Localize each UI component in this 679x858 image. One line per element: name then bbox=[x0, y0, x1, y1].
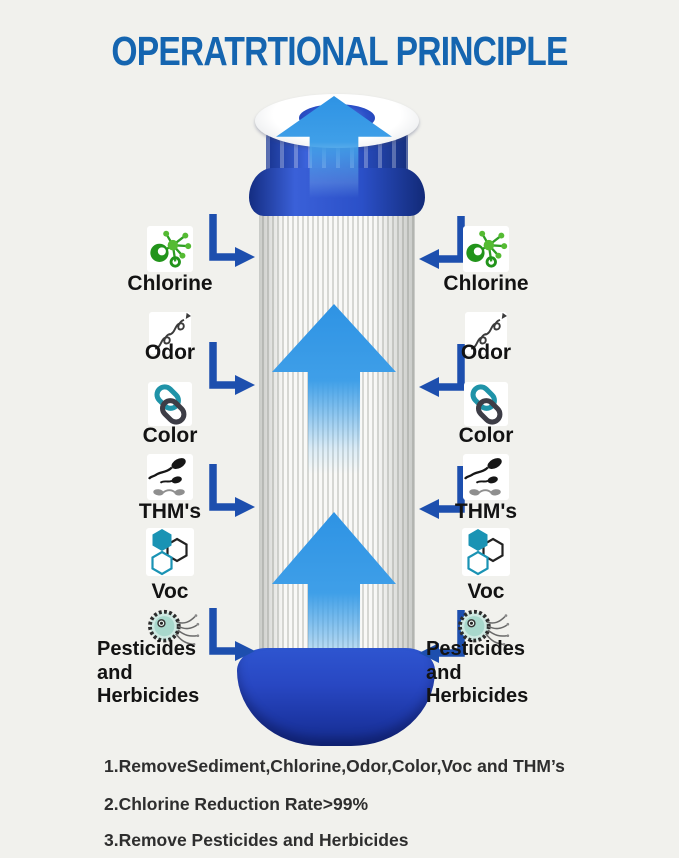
note-line-3: 3.Remove Pesticides and Herbicides bbox=[104, 830, 409, 850]
inflow-arrow-right-1 bbox=[412, 212, 470, 276]
thm-tadpole-icon bbox=[463, 454, 509, 500]
chain-link-icon bbox=[148, 382, 192, 426]
chain-link-icon bbox=[464, 382, 508, 426]
note-line-1: 1.RemoveSediment,Chlorine,Odor,Color,Voc… bbox=[104, 756, 565, 776]
voc-hexagons-icon bbox=[462, 528, 510, 576]
contaminant-label-color-right: Color bbox=[458, 424, 514, 447]
inflow-arrow-left-1 bbox=[204, 210, 262, 274]
contaminant-label-thms-right: THM's bbox=[454, 500, 518, 523]
contaminant-label-thms-left: THM's bbox=[138, 500, 202, 523]
contaminant-label-color-left: Color bbox=[142, 424, 198, 447]
page-title: OPERATRTIONAL PRINCIPLE bbox=[111, 28, 568, 74]
odor-squiggle-icon bbox=[149, 312, 191, 354]
contaminant-label-odor-right: Odor bbox=[460, 341, 512, 364]
odor-squiggle-icon bbox=[465, 312, 507, 354]
contaminant-label-chlorine-left: Chlorine bbox=[127, 272, 213, 295]
contaminant-label-voc-left: Voc bbox=[151, 580, 189, 603]
contaminant-label-pesticides-right: Pesticides and Herbicides bbox=[426, 638, 529, 708]
filter-bottom-cap bbox=[237, 648, 435, 746]
contaminant-label-odor-left: Odor bbox=[144, 341, 196, 364]
molecule-icon bbox=[147, 226, 193, 272]
molecule-icon bbox=[463, 226, 509, 272]
contaminant-label-chlorine-right: Chlorine bbox=[443, 272, 529, 295]
thm-tadpole-icon bbox=[147, 454, 193, 500]
voc-hexagons-icon bbox=[146, 528, 194, 576]
contaminant-label-pesticides-left: Pesticides and Herbicides bbox=[97, 638, 200, 708]
note-line-2: 2.Chlorine Reduction Rate>99% bbox=[104, 794, 369, 814]
contaminant-label-voc-right: Voc bbox=[467, 580, 505, 603]
